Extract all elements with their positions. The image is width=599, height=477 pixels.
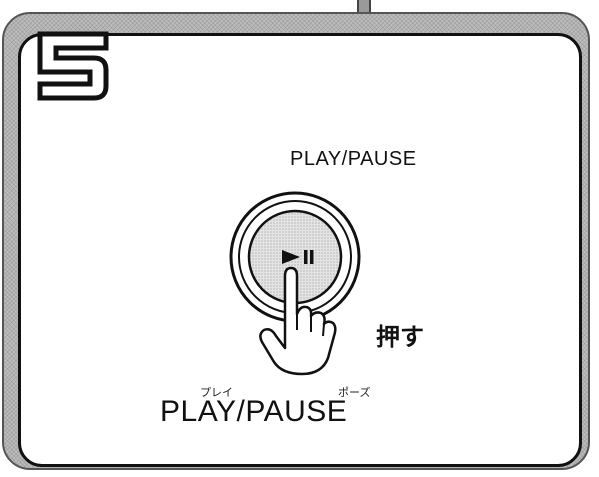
play-pause-button-illustration[interactable]	[222, 180, 392, 380]
push-instruction: 押す	[376, 323, 424, 351]
step-number: 5	[37, 31, 109, 101]
pointing-hand-icon	[259, 266, 337, 376]
button-name-label: PLAY/PAUSE	[160, 395, 348, 428]
play-reading: プレイ	[200, 386, 233, 399]
play-pause-icon	[282, 250, 314, 264]
frame-tab	[357, 0, 371, 12]
pause-reading: ポーズ	[338, 386, 371, 399]
button-heading: PLAY/PAUSE	[290, 148, 417, 170]
